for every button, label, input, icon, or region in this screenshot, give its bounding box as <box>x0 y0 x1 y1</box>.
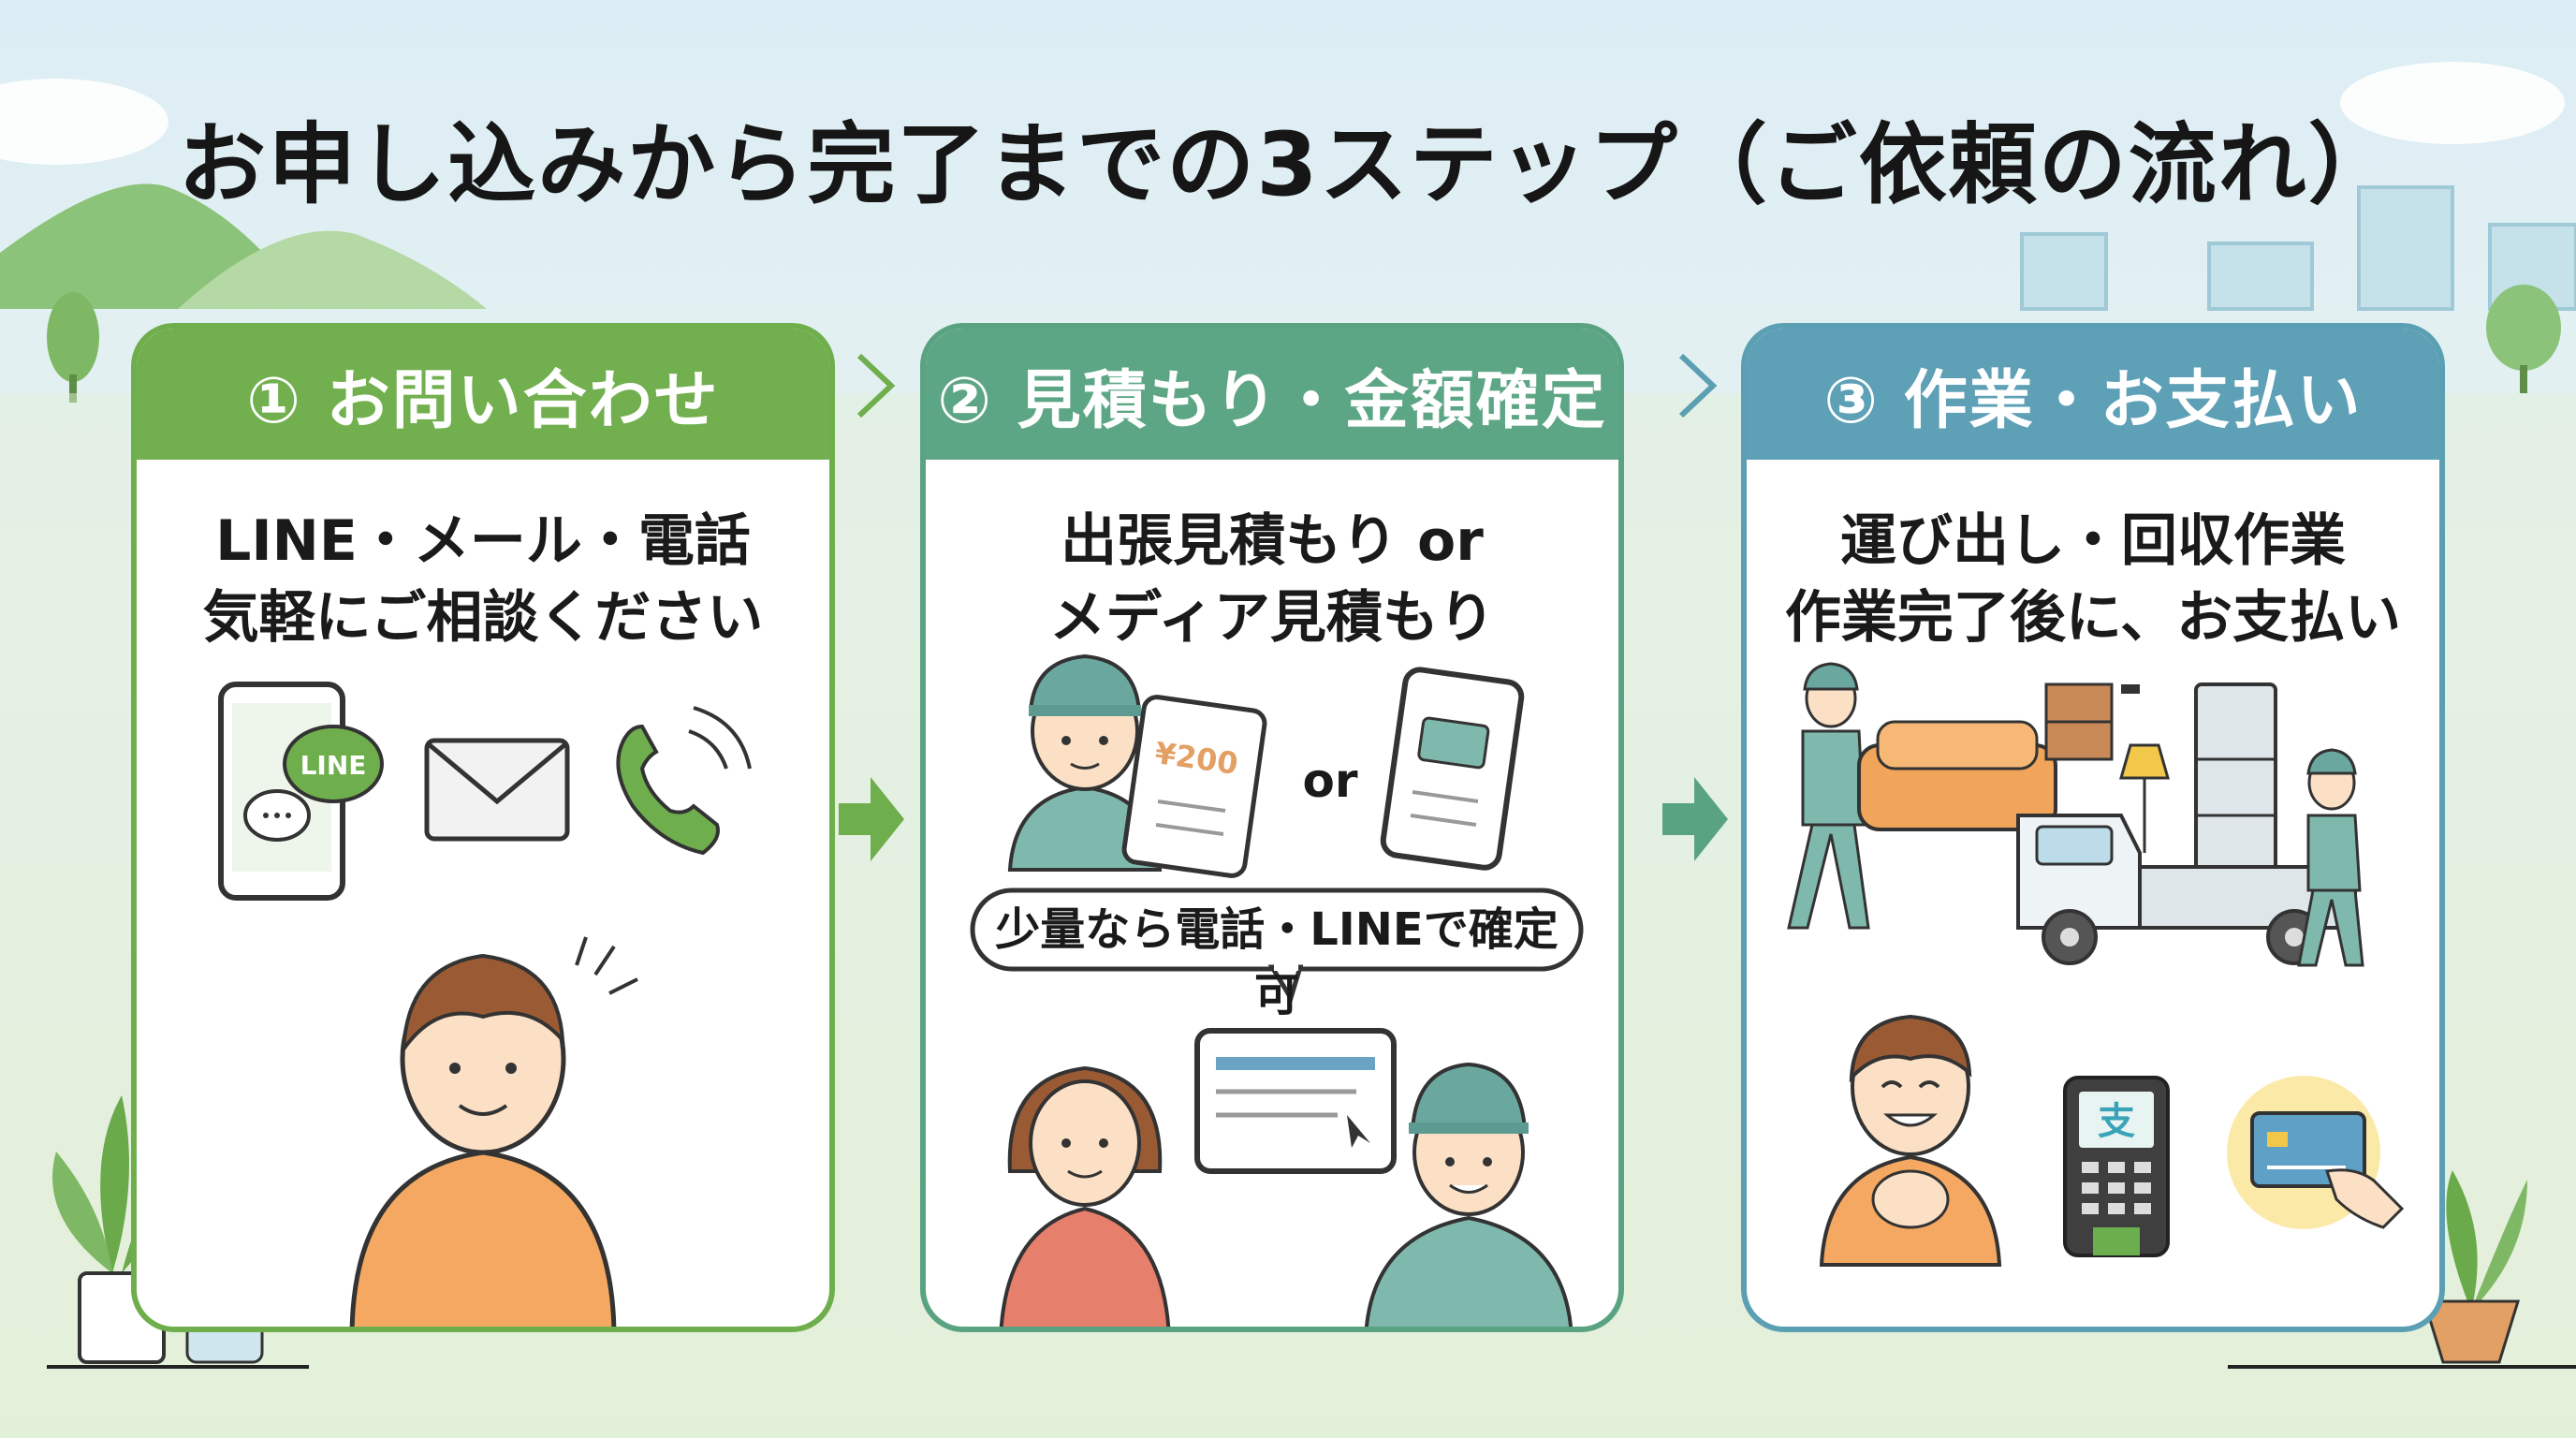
envelope-icon <box>424 738 570 842</box>
furniture-icon <box>2044 682 2277 873</box>
step-card-estimate: ② 見積もり・金額確定 出張見積もり or メディア見積もり ¥200 or <box>920 323 1624 1332</box>
city-buildings-icon <box>2020 185 2576 311</box>
step-header: ② 見積もり・金額確定 <box>926 329 1618 460</box>
or-label: or <box>1302 754 1357 808</box>
work-payment-illustration: 支 <box>1787 662 2405 1267</box>
telephone-icon <box>616 706 752 856</box>
step-card-work-payment: ③ 作業・お支払い 運び出し・回収作業 作業完了後に、お支払い <box>1741 323 2445 1332</box>
smartphone-chat-icon <box>1380 667 1525 871</box>
potted-plant-icon <box>2422 1170 2527 1364</box>
speech-bubble-text: 少量なら電話・LINEで確定可 <box>995 903 1559 1021</box>
estimate-illustration: ¥200 or <box>970 653 1584 1327</box>
step-description-line: 作業完了後に、お支払い <box>1784 585 2402 651</box>
arrow-right-icon <box>1662 777 1728 861</box>
smartphone-line-icon: LINE <box>218 682 384 901</box>
payment-terminal-icon: 支 <box>2063 1076 2170 1257</box>
line-badge: LINE <box>300 750 367 781</box>
happy-customer-icon <box>1819 1014 2002 1267</box>
step-card-inquiry: ① お問い合わせ LINE・メール・電話 気軽にご相談ください LINE <box>131 323 835 1332</box>
workers-carrying-sofa-icon <box>1787 662 2057 930</box>
step-description-line: 運び出し・回収作業 <box>1840 508 2346 574</box>
worker-icon <box>2297 748 2364 967</box>
cloud-icon <box>0 62 2565 165</box>
arrow-right-icon <box>839 777 904 861</box>
step-description-line: 出張見積もり or <box>1061 508 1484 574</box>
step-description-line: 気軽にご相談ください <box>202 585 764 651</box>
customer-person-icon <box>349 936 638 1327</box>
step-description: LINE・メール・電話 気軽にご相談ください <box>137 503 829 656</box>
step-header: ③ 作業・お支払い <box>1747 329 2439 460</box>
step-description: 運び出し・回収作業 作業完了後に、お支払い <box>1747 503 2439 656</box>
step-header: ① お問い合わせ <box>137 329 829 460</box>
terminal-symbol: 支 <box>2098 1100 2135 1143</box>
speech-bubble <box>970 888 1584 1005</box>
step-description: 出張見積もり or メディア見積もり <box>926 503 1618 656</box>
step-description-line: LINE・メール・電話 <box>215 508 751 574</box>
customer-and-worker-icon <box>999 1028 1573 1327</box>
inquiry-illustration: LINE <box>218 682 752 1327</box>
worker-with-tablet-icon: ¥200 <box>1007 653 1267 878</box>
step-description-line: メディア見積もり <box>1049 585 1495 651</box>
page-title: お申し込みから完了までの3ステップ（ご依頼の流れ） <box>178 114 2398 216</box>
credit-card-icon <box>2227 1076 2405 1229</box>
chevron-right-icon <box>856 353 896 418</box>
tree-icon <box>47 285 2561 403</box>
chevron-right-icon <box>1678 353 1718 418</box>
